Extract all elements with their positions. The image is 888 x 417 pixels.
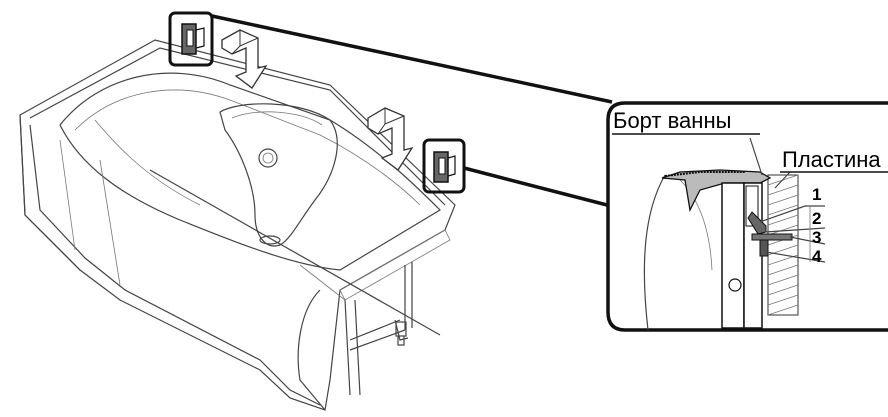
part-number-3: 3 bbox=[812, 228, 821, 247]
bracket-icon-right bbox=[422, 138, 466, 194]
detail-inset bbox=[606, 101, 888, 332]
bathtub-drawing bbox=[19, 39, 456, 411]
callout-line-top bbox=[211, 14, 613, 104]
plate-label: Пластина bbox=[782, 147, 881, 172]
wall-hatching bbox=[767, 174, 799, 316]
bath-rim-label: Борт ванны bbox=[613, 108, 731, 133]
bracket-icon-left bbox=[168, 11, 214, 67]
front-panel bbox=[721, 182, 745, 329]
down-arrow-icon-left bbox=[221, 29, 268, 89]
part-number-2: 2 bbox=[812, 209, 821, 228]
callout-line-bottom bbox=[463, 166, 608, 207]
part-number-1: 1 bbox=[812, 185, 821, 204]
down-arrow-icon-right bbox=[367, 107, 414, 171]
part-number-4: 4 bbox=[812, 247, 822, 266]
